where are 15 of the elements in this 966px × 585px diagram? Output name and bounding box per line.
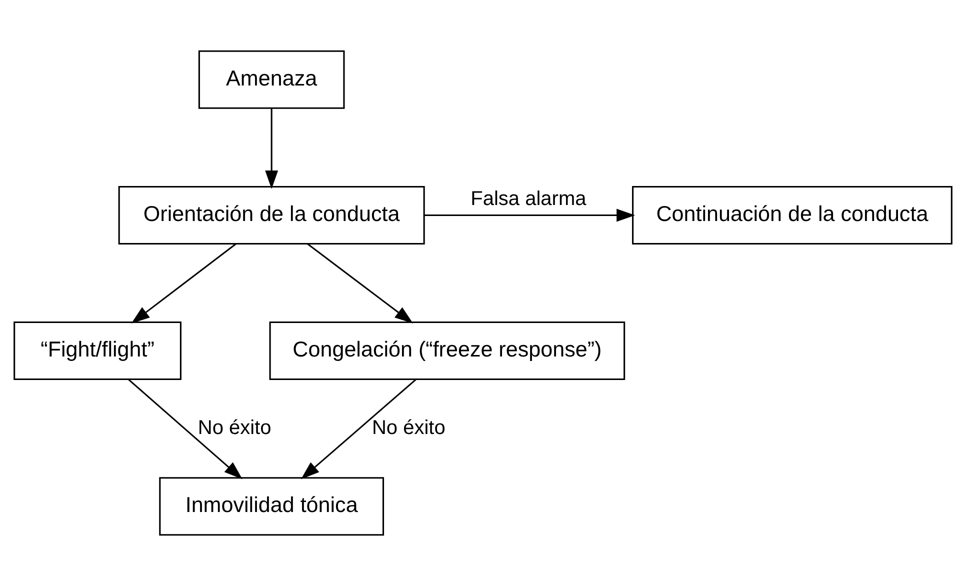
node-box: Orientación de la conducta [118,185,425,244]
arrow [300,378,416,479]
node-box: Inmovilidad tónica [159,476,384,536]
edge-label: No éxito [372,416,446,438]
arrow [424,208,636,222]
arrow [131,242,236,324]
arrow [128,378,242,479]
node-box: Amenaza [198,50,345,108]
node-box: Congelación (“freeze response”) [269,321,626,380]
edge-label: No éxito [198,416,272,438]
arrow [307,242,414,324]
node-box: “Fight/flight” [14,321,182,380]
arrow [265,108,278,189]
edge-label: Falsa alarma [470,188,586,210]
node-box: Continuación de la conducta [632,185,952,244]
